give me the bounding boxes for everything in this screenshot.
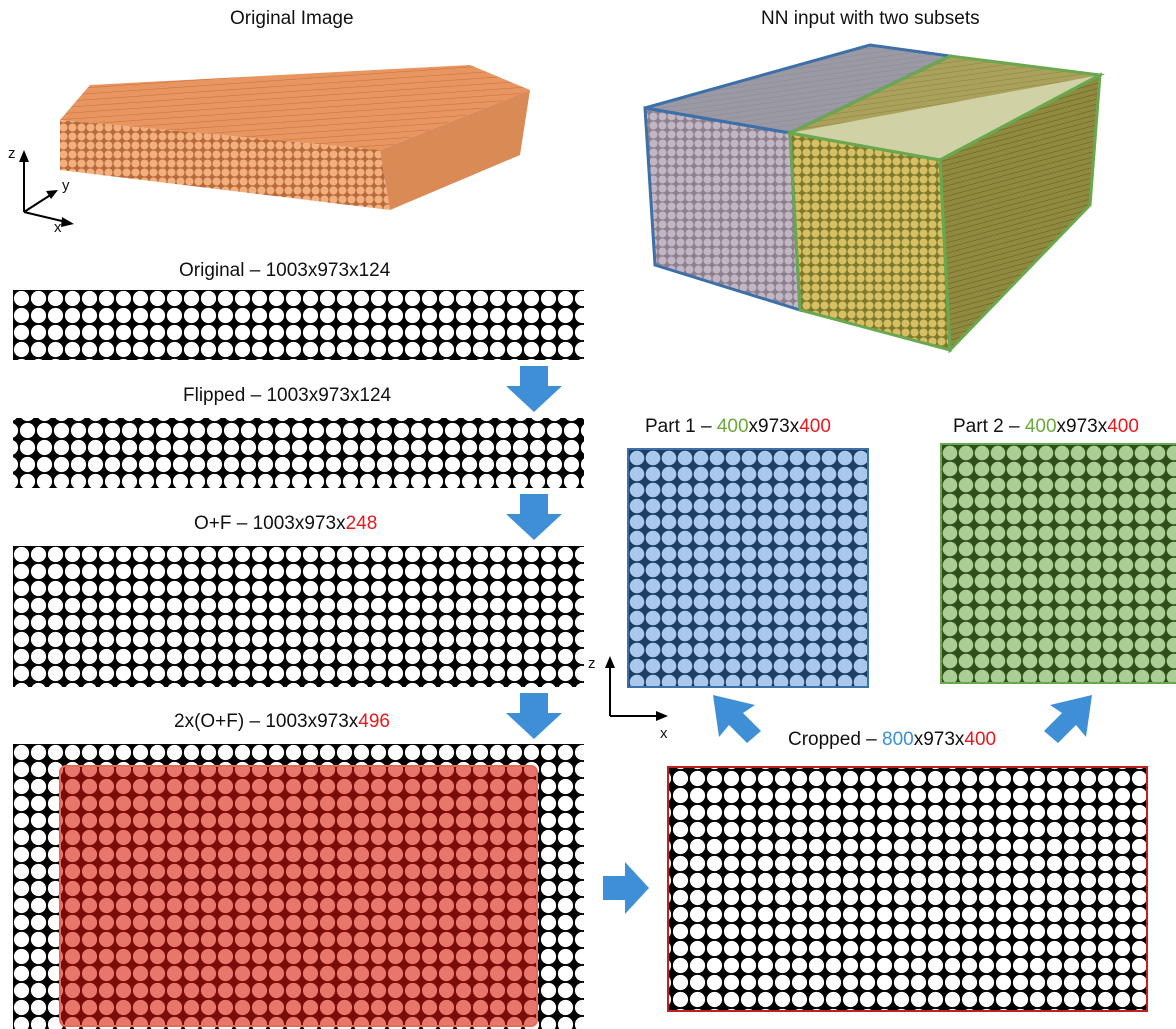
cropped-depth: 400 — [964, 729, 997, 750]
of-slice-label-text: O+F – 1003x973x — [194, 513, 346, 534]
up-arrow-icon — [705, 693, 763, 750]
down-arrow-icon — [504, 693, 564, 746]
down-arrow-icon — [504, 366, 564, 419]
original-slice-label: Original – 1003x973x124 — [179, 260, 391, 281]
part2-depth: 400 — [1107, 416, 1139, 437]
of-slice-label: O+F – 1003x973x248 — [194, 513, 377, 535]
axes-3d-icon: z y x — [4, 140, 84, 232]
double-slice-label: 2x(O+F) – 1003x973x496 — [174, 711, 390, 733]
cropped-slice-image — [667, 766, 1148, 1012]
axis3d-x-label: x — [54, 219, 62, 232]
original-slice-image — [13, 290, 584, 360]
part1-label-middle: x973x — [748, 416, 800, 437]
right-arrow-icon — [603, 862, 651, 919]
part1-label-prefix: Part 1 – — [645, 416, 717, 437]
axis2d-z-label: z — [588, 655, 596, 672]
crop-region — [59, 765, 538, 1027]
down-arrow-icon — [504, 494, 564, 547]
double-slice-image — [13, 744, 584, 1029]
cropped-label-prefix: Cropped – — [788, 729, 883, 750]
part1-depth: 400 — [799, 416, 831, 437]
axis3d-z-label: z — [8, 145, 16, 162]
nn-input-3d-block — [640, 40, 1110, 355]
nn-input-title: NN input with two subsets — [761, 8, 980, 29]
part1-label: Part 1 – 400x973x400 — [645, 416, 831, 438]
part2-label-middle: x973x — [1056, 416, 1108, 437]
cropped-label: Cropped – 800x973x400 — [788, 729, 996, 751]
double-slice-label-text: 2x(O+F) – 1003x973x — [174, 711, 359, 732]
up-arrow-icon — [1042, 693, 1100, 750]
of-slice-depth: 248 — [345, 513, 378, 534]
original-3d-fiber-image — [50, 60, 540, 230]
part2-label-prefix: Part 2 – — [953, 416, 1025, 437]
of-slice-image — [13, 546, 584, 687]
cropped-width: 800 — [882, 729, 914, 750]
part2-image — [940, 443, 1176, 684]
flipped-slice-label: Flipped – 1003x973x124 — [183, 385, 392, 406]
flipped-slice-image — [13, 418, 584, 488]
axis2d-x-label: x — [660, 725, 668, 742]
axis3d-y-label: y — [62, 177, 70, 194]
cropped-label-middle: x973x — [913, 729, 965, 750]
axes-2d-icon: z x — [584, 650, 674, 742]
double-slice-depth: 496 — [358, 711, 390, 732]
part2-label: Part 2 – 400x973x400 — [953, 416, 1139, 438]
part1-image — [627, 448, 869, 688]
part1-width: 400 — [716, 416, 749, 437]
part2-width: 400 — [1024, 416, 1057, 437]
original-image-title: Original Image — [230, 8, 354, 29]
